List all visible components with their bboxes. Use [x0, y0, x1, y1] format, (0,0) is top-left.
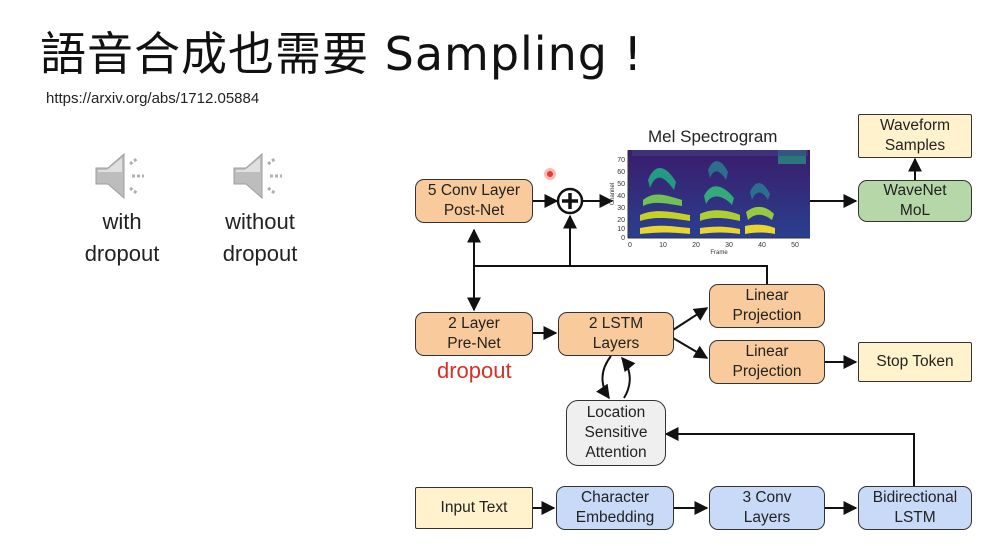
node-input-text: Input Text: [415, 487, 533, 529]
audio-label-line2: dropout: [84, 241, 160, 266]
node-attention: Location Sensitive Attention: [566, 400, 666, 466]
node-waveform-samples: Waveform Samples: [858, 114, 972, 158]
arrow-lstm-to-linear2: [672, 337, 709, 359]
y-tick: 60: [617, 169, 625, 176]
x-tick: 30: [725, 242, 733, 249]
node-linear-projection-2: Linear Projection: [709, 340, 825, 384]
y-tick: 70: [617, 157, 625, 164]
dropout-annotation: dropout: [437, 358, 512, 383]
spectrogram-y-ticks: 70 60 50 40 30 20 10 0: [617, 157, 625, 242]
arrow-lstm-to-attention: [596, 355, 612, 400]
audio-label-line2: dropout: [222, 241, 298, 266]
x-tick: 0: [628, 242, 632, 249]
node-stop-token: Stop Token: [858, 342, 972, 382]
spectrogram-x-ticks: 0 10 20 30 40 50: [628, 242, 799, 249]
y-tick: 10: [617, 226, 625, 233]
spectrogram-x-label: Frame: [710, 250, 728, 256]
x-tick: 40: [758, 242, 766, 249]
audio-without-dropout[interactable]: without dropout: [200, 150, 320, 270]
node-postnet: 5 Conv Layer Post-Net: [415, 179, 533, 223]
y-tick: 20: [617, 217, 625, 224]
node-character-embedding: Character Embedding: [556, 486, 674, 530]
node-bidirectional-lstm: Bidirectional LSTM: [858, 486, 972, 530]
arrow-attention-to-lstm: [621, 356, 636, 399]
pointer-dot-icon: [544, 168, 556, 180]
y-tick: 30: [617, 205, 625, 212]
node-lstm: 2 LSTM Layers: [558, 312, 674, 356]
node-prenet: 2 Layer Pre-Net: [415, 312, 533, 356]
paper-url[interactable]: https://arxiv.org/abs/1712.05884: [46, 90, 260, 107]
arrow-lstm-to-linear1: [672, 307, 709, 331]
speaker-icon[interactable]: [92, 150, 152, 202]
audio-label-line1: with: [102, 209, 142, 234]
mel-spectrogram-title: Mel Spectrogram: [648, 127, 778, 146]
node-conv-layers: 3 Conv Layers: [709, 486, 825, 530]
y-tick: 40: [617, 193, 625, 200]
x-tick: 10: [659, 242, 667, 249]
wire-linear-feedback: [474, 265, 768, 284]
y-tick: 0: [621, 235, 625, 242]
x-tick: 50: [791, 242, 799, 249]
node-wavenet: WaveNet MoL: [858, 180, 972, 222]
mel-spectrogram-plot: [627, 150, 810, 239]
speaker-icon[interactable]: [230, 150, 290, 202]
audio-with-dropout[interactable]: with dropout: [62, 150, 182, 270]
audio-label-line1: without: [225, 209, 295, 234]
x-tick: 20: [692, 242, 700, 249]
arrow-bilstm-to-attention: [664, 427, 915, 486]
node-linear-projection-1: Linear Projection: [709, 284, 825, 328]
spectrogram-y-label: Channel: [610, 183, 616, 205]
y-tick: 50: [617, 181, 625, 188]
sum-node-icon: [556, 187, 584, 215]
slide-title: 語音合成也需要 Sampling !: [40, 27, 643, 81]
